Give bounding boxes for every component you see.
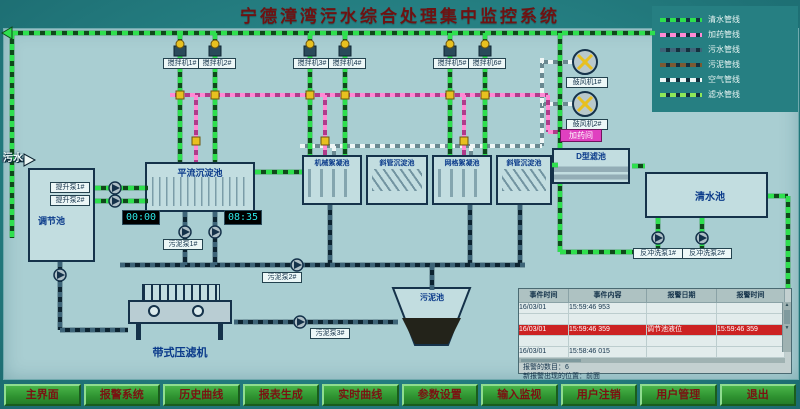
mixer-label: 搅拌机1#	[163, 58, 201, 69]
belt-press-roller	[148, 305, 160, 317]
sludge-pump-label: 污泥泵2#	[262, 272, 302, 283]
legend-item: 加药管线	[660, 27, 794, 42]
legend-swatch	[660, 47, 702, 52]
alarm-cell[interactable]: 16/03/01	[519, 303, 569, 314]
menu-button-report[interactable]: 报表生成	[242, 384, 319, 406]
page-title: 宁德漳湾污水综合处理集中监控系统	[240, 7, 560, 26]
mixer-label: 搅拌机2#	[198, 58, 236, 69]
legend-item: 空气管线	[660, 72, 794, 87]
tank-label-d-filter: D型滤池	[576, 152, 606, 161]
alarm-table: 事件时间 事件内容 报警日期 报警时间 16/03/01 15:59:46 95…	[518, 288, 792, 380]
sludge-pump-label: 污泥泵1#	[163, 239, 203, 250]
alarm-cell[interactable]	[717, 314, 785, 325]
tank-label-belt-press: 带式压滤机	[152, 347, 208, 359]
backwash-pump-label: 反冲洗泵2#	[682, 248, 732, 259]
runtime-clock: 08:35	[224, 210, 262, 225]
alarm-cell[interactable]: 16/03/01	[519, 347, 569, 358]
tank-label-inclined-sed-1: 斜管沉淀池	[379, 160, 415, 167]
belt-press-leg	[218, 324, 223, 340]
belt-press-roller	[192, 305, 204, 317]
legend-swatch	[660, 92, 702, 97]
sewage-inflow-label: 污水	[3, 153, 23, 164]
alarm-col-header: 事件时间	[519, 289, 569, 303]
tank-label-clear-water: 清水池	[695, 192, 725, 203]
mixer-label: 搅拌机6#	[468, 58, 506, 69]
belt-press-leg	[136, 324, 141, 340]
blower-label: 鼓风机1#	[566, 77, 608, 88]
legend-item: 污水管线	[660, 42, 794, 57]
tank-label-sludge: 污泥池	[420, 293, 444, 302]
lift-pump-label: 提升泵2#	[50, 195, 90, 206]
tank-label-horizontal-sed: 平流沉淀池	[177, 168, 223, 178]
menu-button-realtime-curve[interactable]: 实时曲线	[322, 384, 399, 406]
legend-item: 清水管线	[660, 12, 794, 27]
menu-button-input-monitor[interactable]: 输入监视	[481, 384, 558, 406]
alarm-cell[interactable]	[717, 336, 785, 347]
menu-button-user-logout[interactable]: 用户注销	[560, 384, 637, 406]
legend-swatch	[660, 77, 702, 82]
legend-label: 污泥管线	[708, 60, 740, 69]
alarm-cell[interactable]	[717, 303, 785, 314]
alarm-cell[interactable]	[519, 336, 569, 347]
menu-button-alarm-system[interactable]: 报警系统	[83, 384, 160, 406]
belt-press-body	[128, 300, 232, 324]
alarm-cell[interactable]	[647, 303, 717, 314]
alarm-cell[interactable]	[519, 314, 569, 325]
tank-label-grid-floc: 网格絮凝池	[444, 160, 480, 167]
tank-label-inclined-sed-2: 斜管沉淀池	[506, 160, 542, 167]
alarm-table-vscrollbar[interactable]: ▲▼	[782, 302, 791, 352]
alarm-cell-active[interactable]: 16/03/01	[519, 325, 569, 336]
legend-label: 污水管线	[708, 45, 740, 54]
alarm-col-header: 报警日期	[647, 289, 717, 303]
alarm-cell[interactable]: 15:58:46 015	[569, 347, 647, 358]
alarm-cell[interactable]	[647, 336, 717, 347]
mixer-label: 搅拌机4#	[328, 58, 366, 69]
sludge-pump-label: 污泥泵3#	[310, 328, 350, 339]
alarm-cell[interactable]	[569, 314, 647, 325]
menu-button-main[interactable]: 主界面	[4, 384, 81, 406]
alarm-cell[interactable]: 15:59:46 953	[569, 303, 647, 314]
legend-label: 滤水管线	[708, 90, 740, 99]
alarm-count-text: 报警的数目：6	[523, 364, 569, 371]
pipe-legend: 清水管线 加药管线 污水管线 污泥管线 空气管线 滤水管线	[660, 12, 794, 102]
menu-button-user-manage[interactable]: 用户管理	[640, 384, 717, 406]
backwash-pump-label: 反冲洗泵1#	[633, 248, 683, 259]
tank-label-mech-floc: 机械絮凝池	[314, 160, 350, 167]
alarm-cell-active[interactable]: 15:59:46 359	[569, 325, 647, 336]
lift-pump-label: 提升泵1#	[50, 182, 90, 193]
legend-swatch	[660, 17, 702, 22]
legend-swatch	[660, 62, 702, 67]
alarm-cell-active[interactable]: 调节池液位	[647, 325, 717, 336]
alarm-table-grid: 事件时间 事件内容 报警日期 报警时间 16/03/01 15:59:46 95…	[519, 289, 791, 358]
runtime-clock: 00:00	[122, 210, 160, 225]
legend-label: 空气管线	[708, 75, 740, 84]
tank-label-regulating: 调节池	[38, 216, 66, 226]
legend-item: 滤水管线	[660, 87, 794, 102]
alarm-cell[interactable]	[647, 314, 717, 325]
alarm-cell[interactable]	[647, 347, 717, 358]
alarm-col-header: 报警时间	[717, 289, 785, 303]
mixer-label: 搅拌机5#	[433, 58, 471, 69]
legend-swatch	[660, 32, 702, 37]
alarm-table-hscrollbar[interactable]	[519, 358, 785, 363]
alarm-position-text: 新报警出现的位置：前面	[523, 373, 600, 380]
mixer-label: 搅拌机3#	[293, 58, 331, 69]
alarm-cell[interactable]	[717, 347, 785, 358]
menu-button-exit[interactable]: 退出	[719, 384, 796, 406]
bottom-menu-bar: 主界面 报警系统 历史曲线 报表生成 实时曲线 参数设置 输入监视 用户注销 用…	[4, 384, 796, 406]
alarm-col-header: 事件内容	[569, 289, 647, 303]
legend-label: 清水管线	[708, 15, 740, 24]
legend-item: 污泥管线	[660, 57, 794, 72]
menu-button-history-curve[interactable]: 历史曲线	[163, 384, 240, 406]
dosing-room-label: 加药间	[560, 129, 602, 142]
menu-button-parameters[interactable]: 参数设置	[401, 384, 478, 406]
legend-label: 加药管线	[708, 30, 740, 39]
alarm-cell[interactable]	[569, 336, 647, 347]
alarm-cell-active[interactable]: 15:59:46 359	[717, 325, 785, 336]
